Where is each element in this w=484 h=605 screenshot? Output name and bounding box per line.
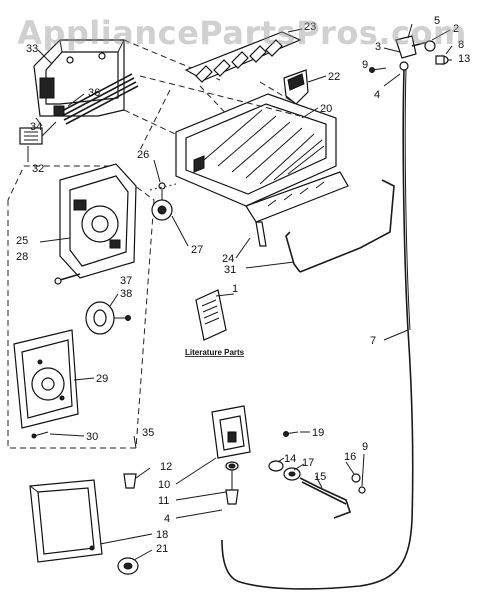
callout-9-bottom: 9 — [362, 441, 368, 453]
plug-button — [123, 473, 137, 489]
callout-1: 1 — [232, 283, 238, 295]
callout-28: 28 — [16, 251, 28, 263]
screw-9-top — [369, 67, 387, 73]
callout-26: 26 — [137, 149, 149, 161]
callout-36: 36 — [88, 87, 100, 99]
water-tube — [299, 473, 366, 519]
callout-24: 24 — [222, 253, 234, 265]
callout-25: 25 — [16, 235, 28, 247]
callout-10: 10 — [158, 479, 170, 491]
callout-17: 17 — [302, 457, 314, 469]
callout-13: 13 — [458, 53, 470, 65]
callout-7: 7 — [370, 335, 376, 347]
screw-30 — [31, 431, 49, 439]
wire-harness — [53, 73, 139, 125]
callout-22: 22 — [328, 71, 340, 83]
callout-33: 33 — [26, 43, 38, 55]
callout-14: 14 — [284, 453, 296, 465]
callout-9-top: 9 — [362, 59, 368, 71]
callout-23: 23 — [304, 21, 316, 33]
callout-37: 37 — [120, 275, 132, 287]
fill-cup — [283, 69, 309, 105]
callout-20: 20 — [320, 103, 332, 115]
water-line — [221, 69, 414, 590]
cover-plate — [13, 329, 79, 429]
callout-21: 21 — [156, 543, 168, 555]
literature-parts — [195, 289, 227, 341]
motor-housing — [59, 163, 137, 279]
callout-16: 16 — [344, 451, 356, 463]
inlet-fitting — [395, 35, 449, 71]
callout-29: 29 — [96, 373, 108, 385]
literature-parts-label: Literature Parts — [185, 348, 245, 357]
callout-numbers: 33 36 34 32 23 5 2 3 8 13 9 22 4 20 26 2… — [16, 15, 470, 555]
callout-35: 35 — [142, 427, 154, 439]
drive-motor — [85, 301, 131, 335]
callout-12: 12 — [160, 461, 172, 473]
ice-mold — [175, 93, 337, 207]
callout-8: 8 — [458, 39, 464, 51]
callout-2: 2 — [453, 23, 459, 35]
callout-3: 3 — [375, 41, 381, 53]
callout-5: 5 — [434, 15, 440, 27]
callout-leaders — [27, 23, 453, 561]
callout-4-bottom: 4 — [164, 513, 170, 525]
callout-30: 30 — [86, 431, 98, 443]
callout-32: 32 — [32, 163, 44, 175]
front-bezel — [29, 479, 103, 563]
callout-4-top: 4 — [374, 89, 380, 101]
shut-off-arm — [285, 179, 395, 273]
control-knob — [117, 557, 139, 575]
water-valve — [211, 405, 251, 505]
screw-19 — [283, 431, 299, 437]
ejector-rail — [184, 31, 302, 83]
callout-27: 27 — [191, 244, 203, 256]
callout-31: 31 — [224, 264, 236, 276]
callout-19: 19 — [312, 427, 324, 439]
mounting-bracket — [33, 39, 125, 117]
connector-plug — [19, 121, 57, 145]
stripper — [245, 171, 349, 247]
callout-38: 38 — [120, 288, 132, 300]
callout-18: 18 — [156, 529, 168, 541]
screw — [54, 273, 81, 285]
callout-11: 11 — [158, 495, 169, 507]
callout-15: 15 — [314, 471, 326, 483]
valve-fitting — [268, 460, 301, 481]
callout-34: 34 — [30, 121, 42, 133]
